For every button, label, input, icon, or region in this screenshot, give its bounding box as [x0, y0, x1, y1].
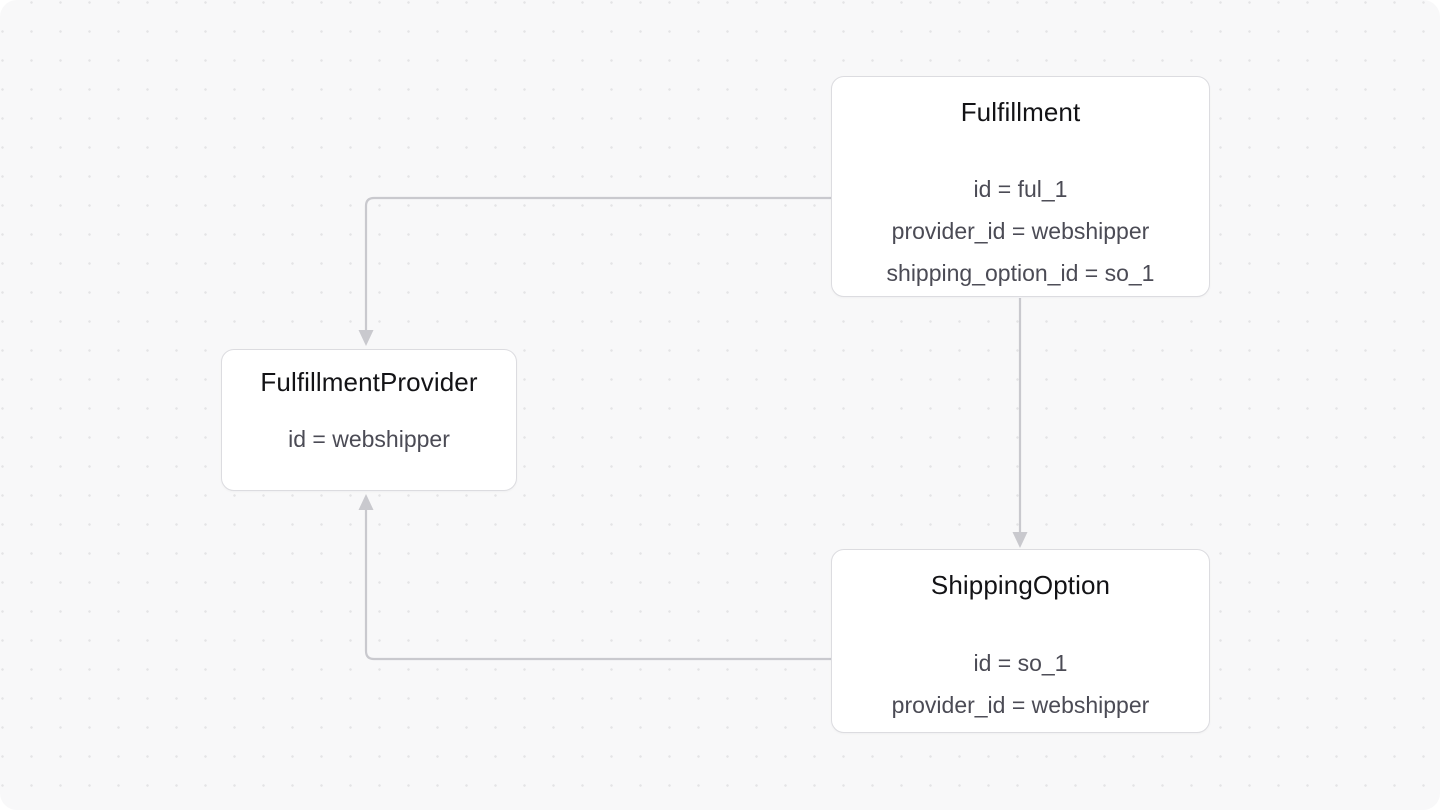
node-shippingoption[interactable]: ShippingOption id = so_1 provider_id = w… — [831, 549, 1210, 733]
node-attribute: provider_id = webshipper — [891, 218, 1150, 245]
node-attribute-list: id = ful_1 provider_id = webshipper ship… — [887, 169, 1155, 293]
node-title: ShippingOption — [930, 570, 1111, 600]
node-attribute: shipping_option_id = so_1 — [886, 260, 1155, 287]
node-title: FulfillmentProvider — [260, 367, 478, 397]
edge-fulfillment-to-shippingoption — [1012, 298, 1028, 548]
node-fulfillment[interactable]: Fulfillment id = ful_1 provider_id = web… — [831, 76, 1210, 297]
edge-fulfillment-to-fulfillmentprovider — [358, 196, 831, 346]
node-fulfillmentprovider[interactable]: FulfillmentProvider id = webshipper — [221, 349, 517, 491]
node-attribute: id = ful_1 — [973, 176, 1068, 203]
node-attribute: id = webshipper — [288, 426, 450, 453]
node-attribute: provider_id = webshipper — [891, 692, 1150, 719]
arrowhead-icon — [358, 494, 374, 510]
node-attribute: id = so_1 — [973, 650, 1068, 677]
edge-shippingoption-to-fulfillmentprovider — [358, 494, 831, 661]
node-attribute-list: id = webshipper — [288, 419, 450, 459]
arrowhead-icon — [1012, 532, 1028, 548]
node-title: Fulfillment — [960, 97, 1081, 127]
arrowhead-icon — [358, 330, 374, 346]
node-attribute-list: id = so_1 provider_id = webshipper — [892, 643, 1150, 725]
